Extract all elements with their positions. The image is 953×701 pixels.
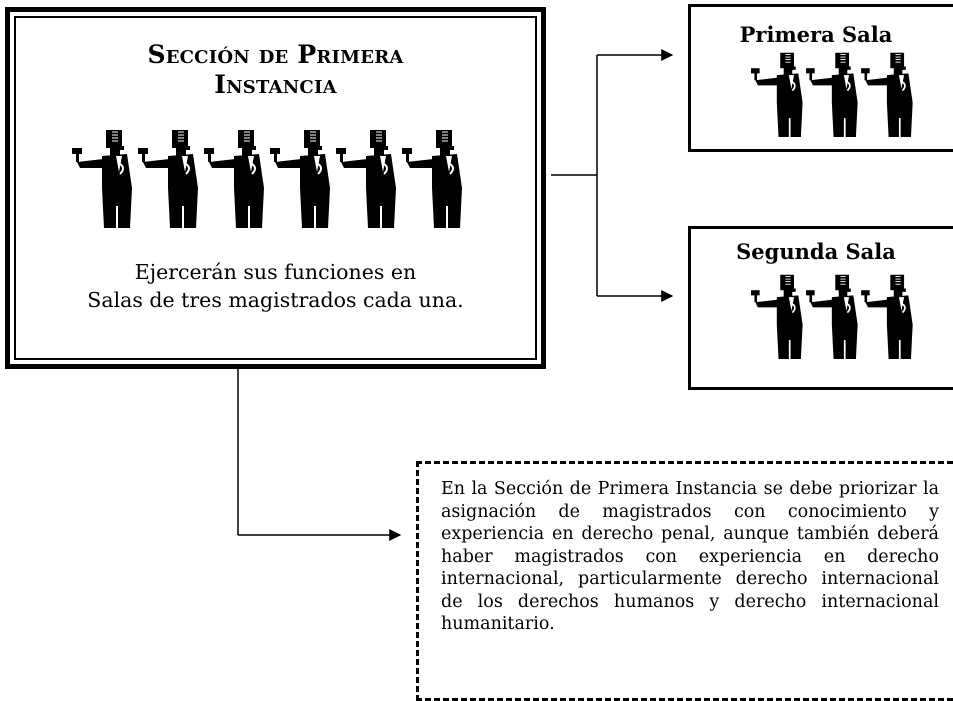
primera-sala-box: Primera Sala	[688, 4, 953, 152]
main-title-line2: Instancia	[214, 70, 337, 99]
judge-icon	[204, 129, 265, 228]
judge-icon	[751, 273, 804, 359]
judge-icon	[72, 129, 133, 228]
inner-border	[14, 16, 537, 360]
seccion-primera-instancia-box: Sección de Primera Instancia Ejercerán s…	[5, 7, 546, 369]
sala-title: Segunda Sala	[736, 239, 896, 264]
note-text: En la Sección de Primera Instancia se de…	[441, 479, 939, 634]
judge-icon	[861, 273, 914, 359]
three-judges-icon-group	[751, 51, 914, 137]
main-title-line1: Sección de Primera	[147, 40, 404, 69]
connector-to-note	[237, 369, 402, 541]
six-judges-icon-group	[72, 129, 463, 228]
judge-icon	[806, 273, 859, 359]
judge-icon	[806, 51, 859, 137]
judge-icon	[751, 51, 804, 137]
connector-to-salas	[551, 49, 674, 302]
segunda-sala-box: Segunda Sala	[688, 226, 953, 390]
three-judges-icon-group	[751, 273, 914, 359]
judge-icon	[336, 129, 397, 228]
sala-title: Primera Sala	[739, 22, 893, 47]
judge-icon	[138, 129, 199, 228]
judge-icon	[861, 51, 914, 137]
main-description: Ejercerán sus funciones en Salas de tres…	[10, 258, 541, 314]
judge-icon	[402, 129, 463, 228]
judge-icon	[270, 129, 331, 228]
main-description-line1: Ejercerán sus funciones en	[134, 260, 417, 284]
main-title: Sección de Primera Instancia	[10, 40, 541, 100]
main-description-line2: Salas de tres magistrados cada una.	[87, 288, 464, 312]
note-box: En la Sección de Primera Instancia se de…	[416, 461, 953, 701]
